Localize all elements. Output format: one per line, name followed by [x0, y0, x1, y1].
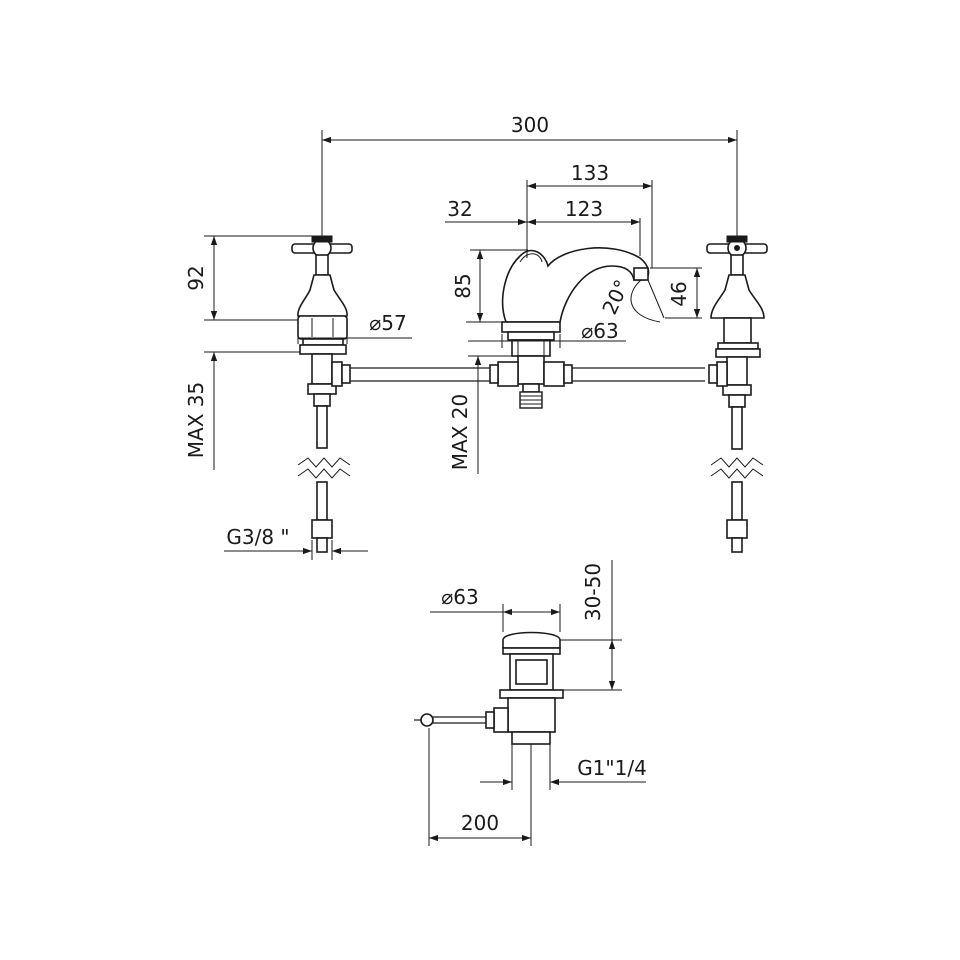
- dim-spout-height-label: 85: [451, 273, 475, 298]
- dim-waste-height: 30-50: [553, 560, 622, 691]
- dim-spout-reach: 133: [526, 161, 653, 268]
- dim-spout-length-label: 123: [565, 197, 603, 221]
- dim-max-deck-center: MAX 20: [448, 355, 512, 474]
- dim-handle-diameter-label: ⌀57: [369, 311, 407, 335]
- right-handle: [706, 235, 768, 553]
- dim-overall-width-label: 300: [511, 113, 549, 137]
- dim-spout-reach-label: 133: [571, 161, 609, 185]
- dim-max-deck-left: MAX 35: [184, 351, 300, 470]
- dim-spout-base-diameter: ⌀63: [468, 319, 626, 348]
- dim-inlet-thread-label: G3/8 ": [226, 525, 289, 549]
- dim-handle-diameter: ⌀57: [297, 311, 412, 344]
- dim-waste-diameter: ⌀63: [430, 585, 561, 632]
- dim-spout-angle-label: 20°: [597, 276, 634, 318]
- waste-assembly: ⌀63 30-50 G1"1/4 200: [414, 560, 647, 846]
- dim-waste-thread-label: G1"1/4: [577, 756, 647, 780]
- dim-spout-height: 85: [451, 249, 528, 323]
- dim-spout-angle: 20° 46: [597, 267, 702, 319]
- dim-inlet-thread: G3/8 ": [224, 525, 368, 560]
- left-handle: [291, 235, 353, 553]
- dim-spout-offset: 32 123: [445, 197, 641, 256]
- dim-handle-height-label: 92: [184, 265, 208, 290]
- dim-spout-offset-label: 32: [447, 197, 472, 221]
- dim-handle-height: 92: [184, 235, 312, 321]
- dim-spout-base-diameter-label: ⌀63: [581, 319, 619, 343]
- dim-waste-height-label: 30-50: [581, 563, 605, 621]
- dim-waste-diameter-label: ⌀63: [441, 585, 479, 609]
- dim-max-deck-left-label: MAX 35: [184, 382, 208, 458]
- dim-outlet-height-label: 46: [667, 281, 691, 306]
- dim-overall-width: 300: [321, 113, 738, 236]
- dim-waste-thread: G1"1/4: [480, 744, 647, 790]
- dim-rod-length-label: 200: [461, 811, 499, 835]
- dim-rod-length: 200: [428, 728, 532, 846]
- tap-assembly: 300 133 32 123 85 20°: [184, 113, 768, 560]
- dim-max-deck-center-label: MAX 20: [448, 394, 472, 470]
- pop-up-waste: [414, 631, 564, 745]
- spout: [489, 247, 661, 409]
